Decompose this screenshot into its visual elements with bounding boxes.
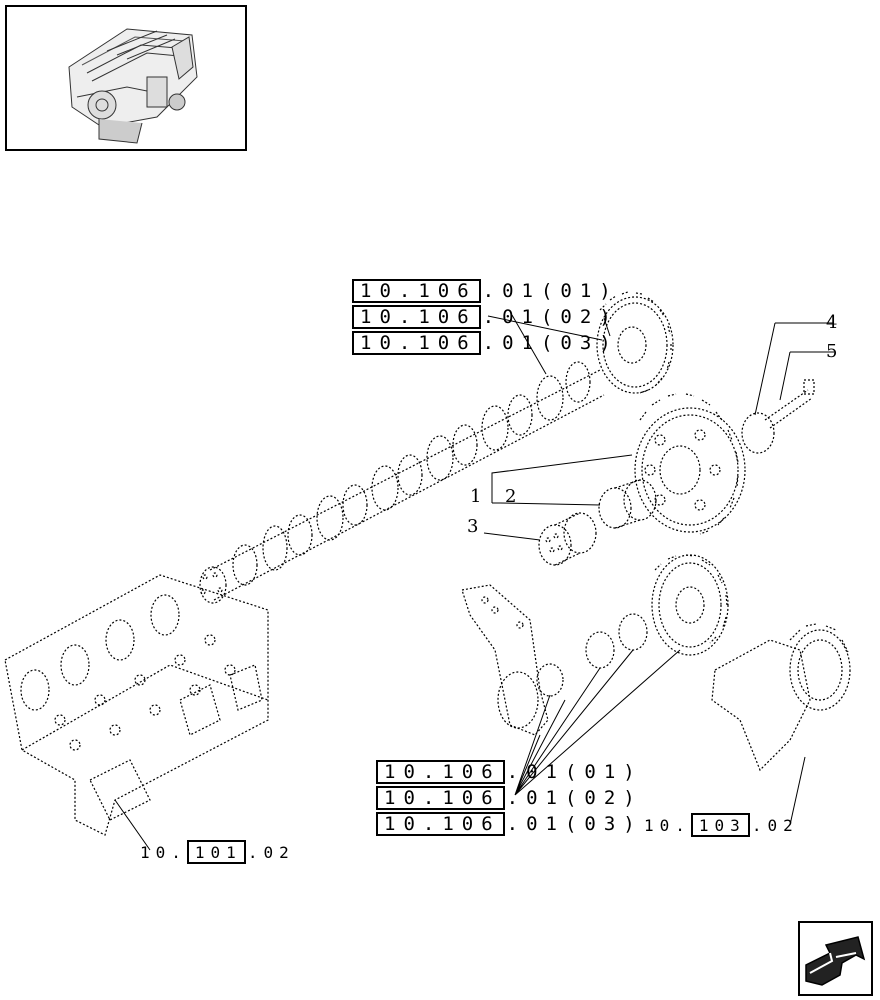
- ref-bottom-3-box: 10.106: [376, 812, 505, 836]
- ref-bottom-3[interactable]: 10.106.01(03): [376, 812, 643, 836]
- ref-crank-box: 103: [690, 813, 750, 837]
- ref-bottom-1-box: 10.106: [376, 760, 505, 784]
- callout-1: 1: [470, 486, 482, 507]
- ref-top-2[interactable]: 10.106.01(02): [352, 305, 619, 329]
- bushing-3: [538, 512, 597, 566]
- ref-block-tail: .02: [247, 843, 295, 862]
- ref-top-1-tail: .01(01): [482, 280, 619, 302]
- callout-3: 3: [467, 516, 479, 537]
- engine-thumbnail-icon: [68, 28, 198, 144]
- ref-crank[interactable]: 10.103.02: [642, 813, 799, 838]
- ref-block-pre: 10.: [140, 843, 187, 862]
- ref-block-box: 101: [186, 840, 246, 864]
- cam-gear-top: [596, 291, 674, 394]
- ref-bottom-1-tail: .01(01): [506, 761, 643, 783]
- ring-a: [585, 631, 615, 669]
- ref-crank-tail: .02: [751, 816, 799, 835]
- ref-crank-pre: 10.: [644, 816, 691, 835]
- idler-gear: [634, 393, 746, 535]
- ref-top-1[interactable]: 10.106.01(01): [352, 279, 619, 303]
- leader-lines: [114, 314, 834, 851]
- ring-b: [618, 613, 648, 651]
- ref-top-3-tail: .01(03): [482, 332, 619, 354]
- ref-top-1-box: 10.106: [352, 279, 481, 303]
- ref-block[interactable]: 10.101.02: [138, 840, 295, 865]
- crank-gear: [651, 554, 729, 656]
- bushing-2: [598, 479, 657, 529]
- ref-bottom-2[interactable]: 10.106.01(02): [376, 786, 643, 810]
- callout-5: 5: [826, 341, 838, 362]
- hub: [536, 663, 564, 697]
- ref-bottom-2-tail: .01(02): [506, 787, 643, 809]
- ref-bottom-3-tail: .01(03): [506, 813, 643, 835]
- ref-top-3-box: 10.106: [352, 331, 481, 355]
- camshaft: [199, 361, 605, 604]
- engine-block: [4, 574, 269, 836]
- ref-top-2-tail: .01(02): [482, 306, 619, 328]
- ref-bottom-2-box: 10.106: [376, 786, 505, 810]
- ref-bottom-1[interactable]: 10.106.01(01): [376, 760, 643, 784]
- washer: [741, 412, 775, 454]
- ref-top-2-box: 10.106: [352, 305, 481, 329]
- ref-top-3[interactable]: 10.106.01(03): [352, 331, 619, 355]
- bolt: [764, 379, 815, 429]
- callout-4: 4: [826, 312, 838, 333]
- crankshaft: [711, 623, 851, 772]
- engine-thumbnail: [5, 5, 247, 151]
- navigation-button[interactable]: [798, 921, 873, 996]
- arrow-navigation-icon: [805, 936, 866, 986]
- bracket-arm: [461, 584, 549, 736]
- callout-2: 2: [505, 486, 517, 507]
